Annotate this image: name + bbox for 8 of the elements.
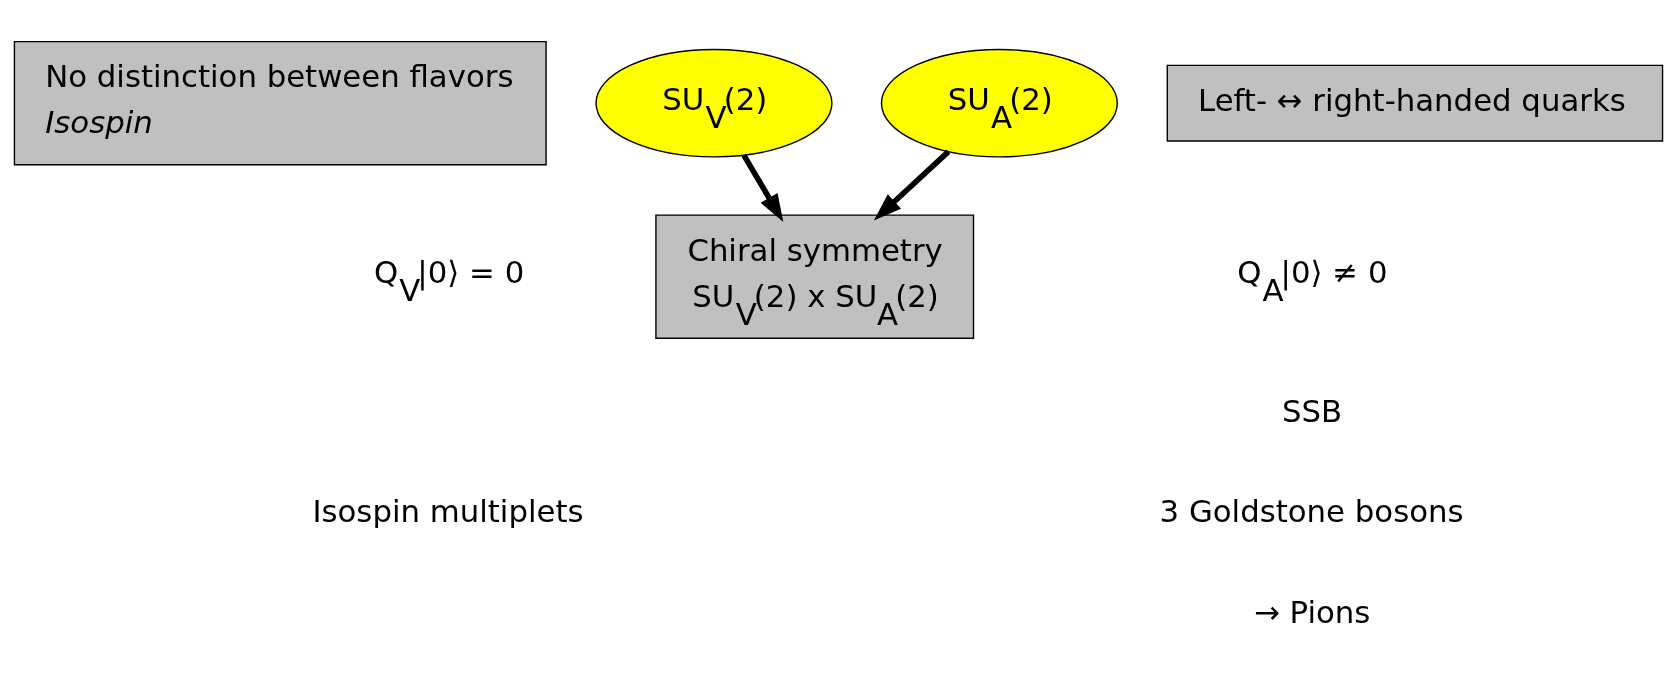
label: 3 Goldstone bosons [1159, 492, 1464, 529]
arrow [873, 149, 951, 221]
label: Isospin multiplets [312, 492, 584, 529]
arrow [741, 153, 784, 222]
label: → Pions [1254, 593, 1371, 630]
node-box: Left- ↔ right-handed quarks [1166, 64, 1664, 142]
label: SSB [1282, 392, 1343, 429]
node-box: No distinction between flavors Isospin [13, 40, 547, 165]
